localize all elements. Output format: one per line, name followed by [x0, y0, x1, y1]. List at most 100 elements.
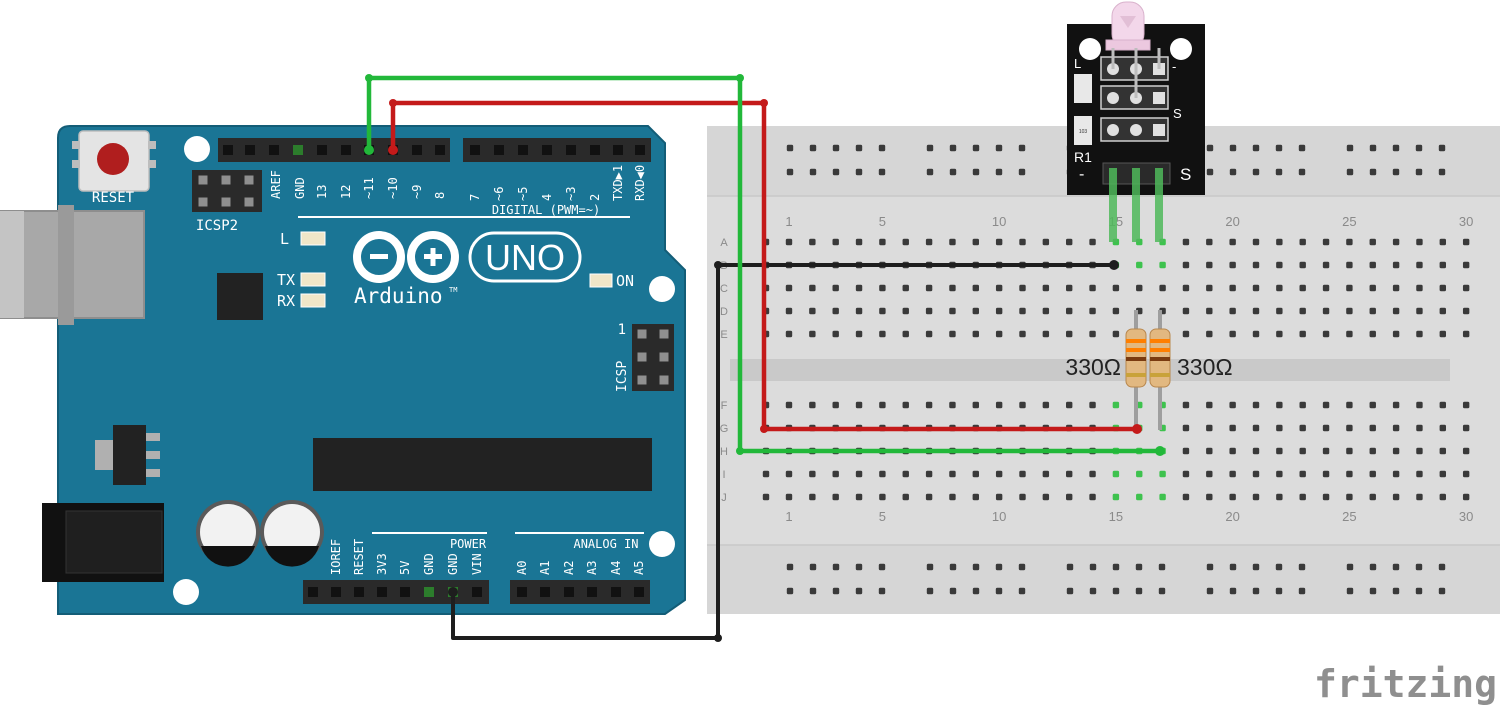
power-label: POWER	[450, 537, 487, 551]
led-rx	[300, 293, 326, 308]
breadboard-hole	[925, 401, 933, 409]
breadboard-hole	[1159, 261, 1166, 269]
breadboard-hole	[1346, 470, 1353, 478]
header-pin[interactable]	[472, 587, 482, 597]
breadboard-hole	[855, 284, 863, 292]
header-pin[interactable]	[331, 587, 341, 597]
breadboard-hole	[1042, 307, 1050, 315]
rail-hole	[972, 563, 980, 571]
header-pin[interactable]	[354, 587, 364, 597]
header-pin[interactable]	[400, 587, 410, 597]
header-pin[interactable]	[587, 587, 597, 597]
breadboard-hole	[1066, 284, 1073, 292]
header-pin[interactable]	[494, 145, 504, 155]
header-pin[interactable]	[412, 145, 422, 155]
module-led-pads	[1100, 48, 1169, 142]
breadboard-hole	[1392, 401, 1400, 409]
breadboard-hole	[1392, 447, 1400, 455]
breadboard-hole	[1416, 330, 1423, 338]
breadboard-hole	[1206, 401, 1213, 409]
header-pin[interactable]	[245, 145, 255, 155]
breadboard-hole	[1322, 493, 1330, 501]
rail-hole	[1252, 563, 1260, 571]
header-pin[interactable]	[293, 145, 303, 155]
header-pin[interactable]	[470, 145, 480, 155]
header-pin[interactable]	[564, 587, 574, 597]
header-pin[interactable]	[613, 145, 623, 155]
digital-pin-label: 4	[540, 194, 554, 201]
breadboard-hole	[925, 284, 933, 292]
breadboard-hole	[1019, 284, 1026, 292]
capacitor-right	[260, 500, 324, 567]
header-pin[interactable]	[517, 587, 527, 597]
header-pin[interactable]	[566, 145, 576, 155]
row-letter: D	[720, 306, 728, 318]
breadboard-hole	[1462, 284, 1470, 292]
icsp-pin	[659, 375, 669, 385]
header-pin[interactable]	[518, 145, 528, 155]
header-pin[interactable]	[317, 145, 327, 155]
breadboard-hole	[879, 238, 886, 246]
header-pin[interactable]	[269, 145, 279, 155]
breadboard-hole	[1276, 238, 1283, 246]
header-pin[interactable]	[542, 145, 552, 155]
breadboard-hole	[1112, 493, 1120, 501]
breadboard-hole	[1206, 238, 1213, 246]
breadboard-hole	[1369, 447, 1376, 455]
breadboard-hole	[925, 238, 933, 246]
breadboard-hole	[1252, 470, 1260, 478]
rail-hole	[855, 587, 863, 595]
breadboard-hole	[879, 493, 886, 501]
header-pin[interactable]	[635, 145, 645, 155]
header-pin[interactable]	[435, 145, 445, 155]
resistor-right	[1149, 328, 1171, 388]
power-pin-label: VIN	[470, 553, 484, 575]
rail-hole	[1298, 587, 1306, 595]
row-letter: E	[720, 329, 727, 341]
rail-hole	[809, 168, 817, 176]
analog-pin-label: A4	[609, 561, 623, 575]
rail-hole	[1369, 168, 1377, 176]
header-pin[interactable]	[341, 145, 351, 155]
breadboard-hole	[925, 330, 933, 338]
breadboard-hole	[1066, 238, 1073, 246]
breadboard-hole	[1322, 424, 1330, 432]
breadboard-hole	[785, 238, 793, 246]
header-pin[interactable]	[611, 587, 621, 597]
module-mounting-hole	[1079, 38, 1101, 60]
rail-hole	[1229, 587, 1237, 595]
breadboard-hole	[995, 238, 1003, 246]
breadboard-hole	[1462, 470, 1470, 478]
breadboard-hole	[1182, 261, 1190, 269]
header-pin[interactable]	[540, 587, 550, 597]
module-smd-led	[1074, 74, 1092, 103]
digital-pin-label: ~6	[492, 187, 506, 201]
row-letter: F	[721, 400, 728, 412]
breadboard-hole	[1462, 447, 1470, 455]
header-pin[interactable]	[424, 587, 434, 597]
rail-hole	[1206, 563, 1214, 571]
header-pin[interactable]	[634, 587, 644, 597]
breadboard-hole	[1089, 493, 1096, 501]
breadboard-hole	[809, 307, 816, 315]
header-pin[interactable]	[590, 145, 600, 155]
mounting-hole	[173, 579, 199, 605]
usb-controller-chip	[217, 273, 263, 320]
breadboard-hole	[1439, 401, 1446, 409]
breadboard-hole	[1462, 307, 1470, 315]
breadboard-hole	[1229, 261, 1236, 269]
reset-button-cap[interactable]	[97, 143, 129, 175]
breadboard-hole	[1229, 470, 1236, 478]
header-pin[interactable]	[308, 587, 318, 597]
header-pin[interactable]	[377, 587, 387, 597]
header-pin[interactable]	[223, 145, 233, 155]
rail-hole	[1112, 563, 1120, 571]
reset-label: RESET	[92, 190, 135, 206]
wires	[364, 74, 1165, 642]
breadboard-hole	[1042, 470, 1050, 478]
breadboard-hole	[1182, 493, 1190, 501]
digital-pin-label: TXD▶1	[611, 165, 625, 201]
breadboard-hole	[1206, 330, 1213, 338]
mounting-hole	[184, 136, 210, 162]
usb-connector-face	[0, 211, 24, 318]
